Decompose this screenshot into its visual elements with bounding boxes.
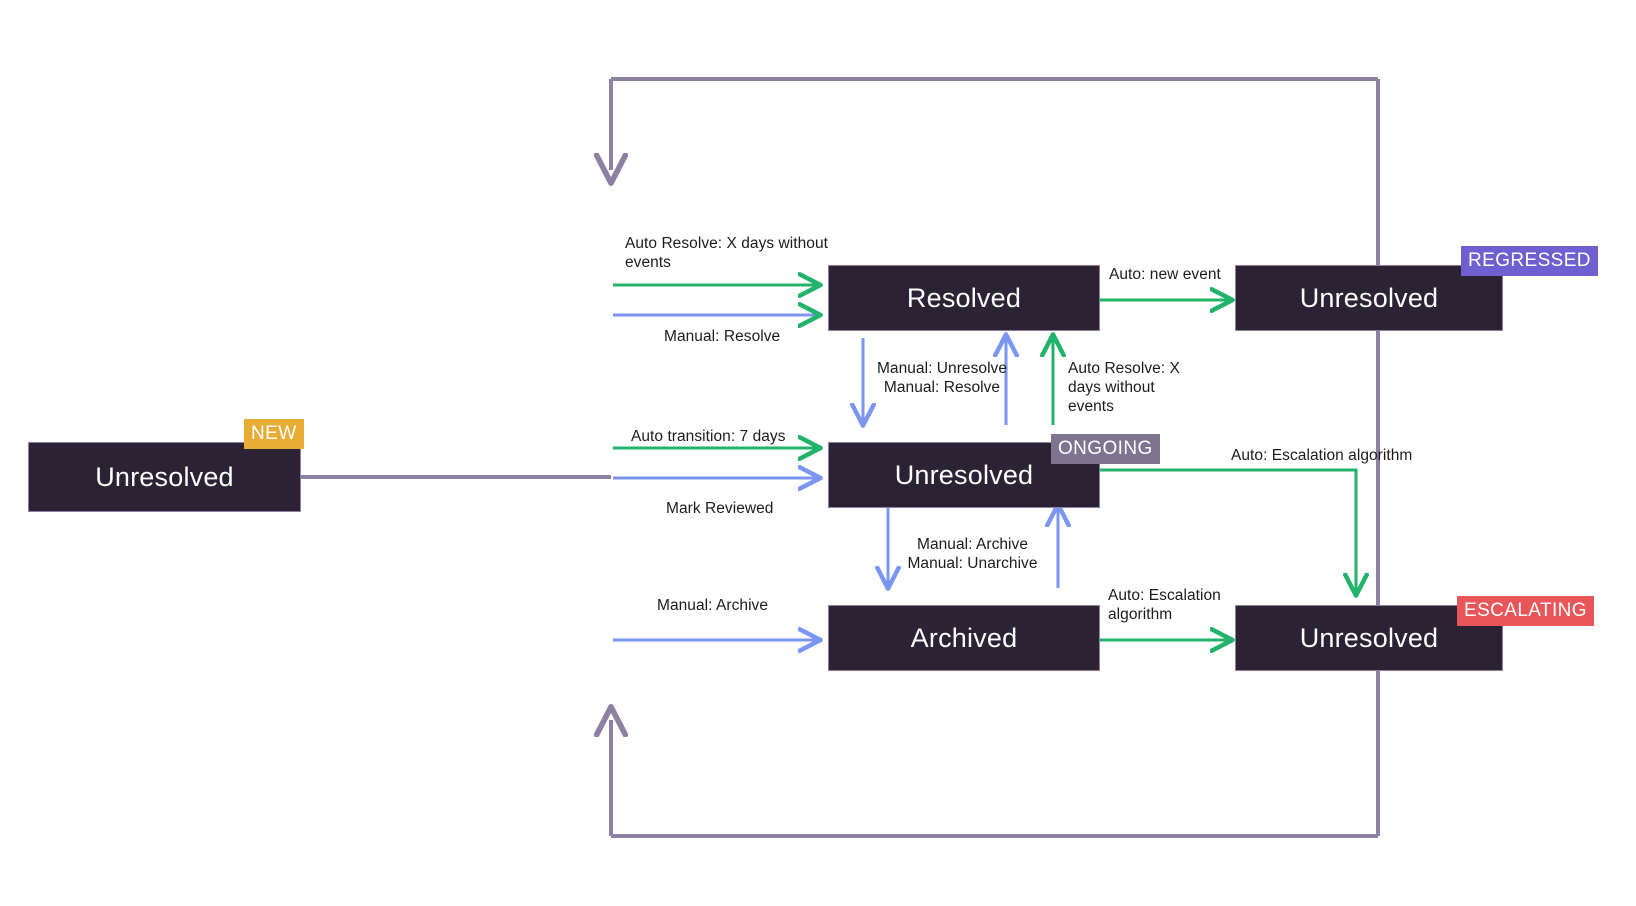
edge-label-auto-resolve-x-days-stack: Auto Resolve: X days without events [1068, 360, 1180, 415]
node-label: Unresolved [1299, 622, 1439, 653]
edge-label-manual-unresolve-resolve: Manual: Unresolve Manual: Resolve [876, 360, 1008, 396]
badge-regressed: REGRESSED [1461, 246, 1598, 276]
edge-label-manual-archive: Manual: Archive [657, 597, 769, 614]
edge-label-manual-resolve: Manual: Resolve [664, 328, 781, 345]
edge-label-auto-escalation-algorithm-top: Auto: Escalation algorithm [1231, 447, 1413, 464]
edge-label-auto-resolve-days: Auto Resolve: X days without events [625, 235, 829, 271]
badge-ongoing: ONGOING [1051, 434, 1160, 464]
node-new-unresolved[interactable]: Unresolved [29, 443, 300, 511]
node-label: Resolved [906, 282, 1022, 313]
badge-label: ONGOING [1058, 438, 1153, 459]
edge-label-auto-new-event: Auto: new event [1109, 266, 1221, 283]
badge-label: REGRESSED [1468, 250, 1591, 271]
badge-escalating: ESCALATING [1457, 596, 1594, 626]
node-label: Archived [910, 622, 1018, 653]
node-label: Unresolved [95, 461, 234, 492]
badge-label: NEW [251, 423, 297, 444]
edge-label-auto-transition-7-days: Auto transition: 7 days [631, 428, 786, 445]
edge-label-mark-reviewed: Mark Reviewed [666, 500, 774, 517]
edge-label-manual-archive-unarchive: Manual: Archive Manual: Unarchive [907, 536, 1038, 572]
node-resolved[interactable]: Resolved [829, 266, 1099, 330]
node-archived[interactable]: Archived [829, 606, 1099, 670]
badge-label: ESCALATING [1464, 600, 1587, 621]
edge-label-auto-escalation-algorithm-bottom: Auto: Escalation algorithm [1108, 587, 1221, 623]
node-label: Unresolved [1299, 282, 1439, 313]
node-label: Unresolved [894, 459, 1034, 490]
node-regressed-unresolved[interactable]: Unresolved [1236, 266, 1502, 330]
edge-ongoing-to-escalating [1100, 468, 1356, 595]
badge-new: NEW [244, 419, 304, 449]
